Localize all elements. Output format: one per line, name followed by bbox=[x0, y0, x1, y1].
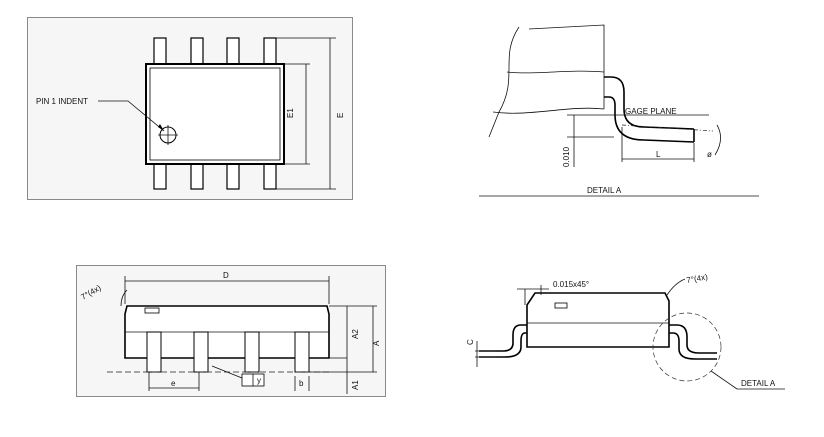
side-lead-2 bbox=[193, 331, 209, 373]
side-lead-1 bbox=[146, 331, 162, 373]
pin-top-4 bbox=[263, 37, 277, 65]
dim-d-label: D bbox=[223, 271, 229, 280]
pin-top-3 bbox=[226, 37, 240, 65]
gage-plane-label: GAGE PLANE bbox=[625, 107, 677, 116]
end-angle-note: 7°(4x) bbox=[686, 272, 709, 285]
pin-top-2 bbox=[190, 37, 204, 65]
detail-a-title: DETAIL A bbox=[587, 186, 622, 195]
side-view-drawing: 7°(4x) D A2 A A1 e y b bbox=[80, 271, 381, 394]
datum-y-label: y bbox=[257, 376, 261, 385]
dim-c-label: C bbox=[466, 339, 475, 345]
dim-e-label: E bbox=[336, 113, 345, 118]
package-body bbox=[145, 63, 285, 165]
detail-a-drawing: GAGE PLANE 0.010 L ø DETAIL A bbox=[479, 24, 759, 197]
dim-a1-label: A1 bbox=[351, 380, 360, 390]
dim-a-label: A bbox=[372, 340, 381, 346]
dim-0010-label: 0.010 bbox=[562, 146, 571, 167]
end-lead-right bbox=[669, 324, 717, 354]
side-angle-note: 7°(4x) bbox=[80, 283, 103, 302]
end-view-drawing: 0.015x45° 7°(4x) C DETAIL A bbox=[466, 272, 785, 390]
end-lead-left bbox=[479, 324, 527, 352]
side-view-panel: 7°(4x) D A2 A A1 e y b bbox=[76, 265, 386, 397]
detail-a-panel: GAGE PLANE 0.010 L ø DETAIL A bbox=[479, 17, 759, 200]
end-body bbox=[526, 292, 670, 348]
pin-bottom-1 bbox=[153, 162, 167, 190]
pin-top-1 bbox=[153, 37, 167, 65]
end-view-panel: 0.015x45° 7°(4x) C DETAIL A bbox=[455, 265, 795, 390]
side-lead-3 bbox=[244, 331, 260, 373]
pin-bottom-3 bbox=[226, 162, 240, 190]
side-lead-4 bbox=[294, 331, 310, 373]
detail-circle bbox=[652, 312, 722, 382]
chamfer-label: 0.015x45° bbox=[553, 280, 589, 289]
pin-bottom-4 bbox=[263, 162, 277, 190]
dim-b-label: b bbox=[299, 379, 304, 388]
pin1-indent-label: PIN 1 INDENT bbox=[36, 97, 88, 106]
angle-label: ø bbox=[707, 150, 712, 159]
top-view-panel: PIN 1 INDENT E1 E bbox=[27, 17, 353, 200]
dim-e1-label: E1 bbox=[286, 108, 295, 118]
top-view-drawing: PIN 1 INDENT E1 E bbox=[36, 37, 345, 190]
detail-a-callout: DETAIL A bbox=[741, 379, 776, 388]
dim-e-pitch-label: e bbox=[171, 379, 176, 388]
lead-profile bbox=[604, 76, 695, 130]
dim-a2-label: A2 bbox=[351, 329, 360, 339]
pin-bottom-2 bbox=[190, 162, 204, 190]
dim-l-label: L bbox=[656, 150, 661, 159]
